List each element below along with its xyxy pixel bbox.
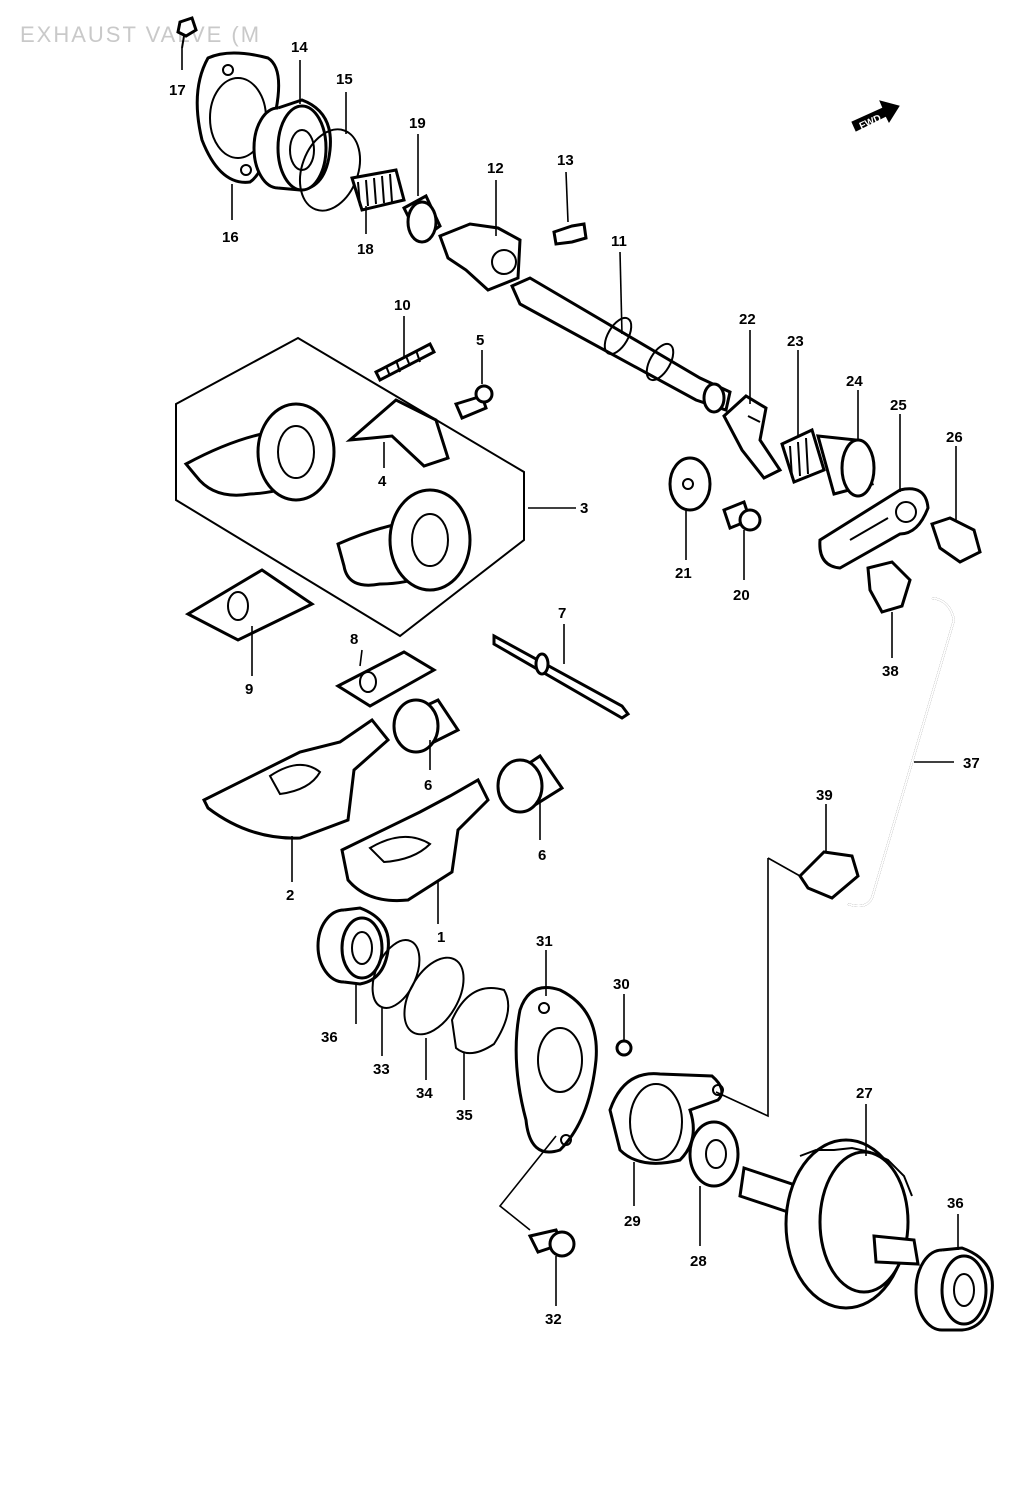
part-6-collar-lower: [496, 753, 565, 814]
callout-7: 7: [558, 605, 566, 622]
part-30-ball: [615, 1039, 633, 1057]
callout-20: 20: [733, 587, 750, 604]
part-23-spring: [780, 427, 826, 484]
callout-25: 25: [890, 397, 907, 414]
part-6-collar-upper: [392, 698, 461, 754]
part-7-pin: [492, 633, 631, 720]
part-24-collar: [815, 434, 876, 498]
callout-22: 22: [739, 311, 756, 328]
callout-27: 27: [856, 1085, 873, 1102]
callout-21: 21: [675, 565, 692, 582]
callout-2: 2: [286, 887, 294, 904]
callout-10: 10: [394, 297, 411, 314]
callout-16: 16: [222, 229, 239, 246]
callout-33: 33: [373, 1061, 390, 1078]
callout-34: 34: [416, 1085, 433, 1102]
part-10-spring: [373, 341, 437, 383]
part-38-clip: [866, 560, 912, 614]
part-27-gear: [738, 1138, 920, 1310]
callout-23: 23: [787, 333, 804, 350]
part-32-screw: [527, 1228, 576, 1258]
callout-14: 14: [291, 39, 308, 56]
part-1-valve: [340, 777, 490, 903]
callout-13: 13: [557, 152, 574, 169]
part-13-bolt: [552, 222, 588, 246]
callout-11: 11: [611, 233, 627, 250]
part-19-collar: [402, 193, 442, 244]
part-25-lever: [818, 487, 930, 570]
part-22-lever: [722, 394, 783, 480]
forward-arrow-icon: FWD: [851, 100, 900, 132]
part-2-valve: [201, 717, 391, 840]
part-37-rod: [847, 597, 956, 907]
part-28-washer: [688, 1120, 740, 1188]
part-31-housing: [514, 986, 598, 1154]
part-36-bearing-left: [316, 906, 390, 986]
part-14-oil-seal: [252, 98, 332, 192]
part-8-plate: [334, 650, 437, 708]
callout-36-left: 36: [321, 1029, 338, 1046]
callout-29: 29: [624, 1213, 641, 1230]
part-5-screw: [453, 384, 494, 420]
callout-1: 1: [437, 929, 445, 946]
fwd-label: FWD: [858, 113, 883, 132]
callout-5: 5: [476, 332, 484, 349]
part-20-screw: [722, 500, 762, 532]
part-34-o-ring: [403, 956, 465, 1036]
part-17-screw: [176, 16, 198, 49]
callout-3: 3: [580, 500, 588, 517]
callout-32: 32: [545, 1311, 562, 1328]
callout-24: 24: [846, 373, 863, 390]
part-11-valve-shaft: [510, 276, 732, 414]
callout-31: 31: [536, 933, 553, 950]
part-9-plate: [184, 568, 315, 642]
callout-26: 26: [946, 429, 963, 446]
part-3-valve-assembly-box: [175, 336, 525, 638]
callout-19: 19: [409, 115, 426, 132]
callout-6-upper: 6: [424, 777, 432, 794]
part-36-bearing-right: [914, 1246, 994, 1332]
part-18-spring: [350, 168, 406, 212]
callout-37: 37: [963, 755, 980, 772]
part-12-lever: [438, 222, 522, 292]
callout-17: 17: [169, 82, 186, 99]
callout-4: 4: [378, 473, 387, 490]
callout-18: 18: [357, 241, 374, 258]
callout-35: 35: [456, 1107, 473, 1124]
callout-30: 30: [613, 976, 630, 993]
part-35-o-ring: [450, 987, 510, 1055]
callout-36-right: 36: [947, 1195, 964, 1212]
part-39-clip: [798, 850, 860, 900]
part-26-bolt: [930, 516, 982, 564]
callout-9: 9: [245, 681, 253, 698]
callout-15: 15: [336, 71, 353, 88]
leader-lines: [181, 48, 959, 1306]
callout-12: 12: [487, 160, 504, 177]
callout-39: 39: [816, 787, 833, 804]
callout-38: 38: [882, 663, 899, 680]
part-29-cover: [608, 1072, 724, 1165]
part-21-washer: [668, 456, 712, 512]
callout-labels: 17 14 15 16 18 19 12 13 11 10 5 4 3 9 8 …: [169, 39, 980, 1328]
callout-6-lower: 6: [538, 847, 546, 864]
callout-28: 28: [690, 1253, 707, 1270]
diagram-title: EXHAUST VALVE (M: [20, 22, 262, 47]
callout-8: 8: [350, 631, 358, 648]
